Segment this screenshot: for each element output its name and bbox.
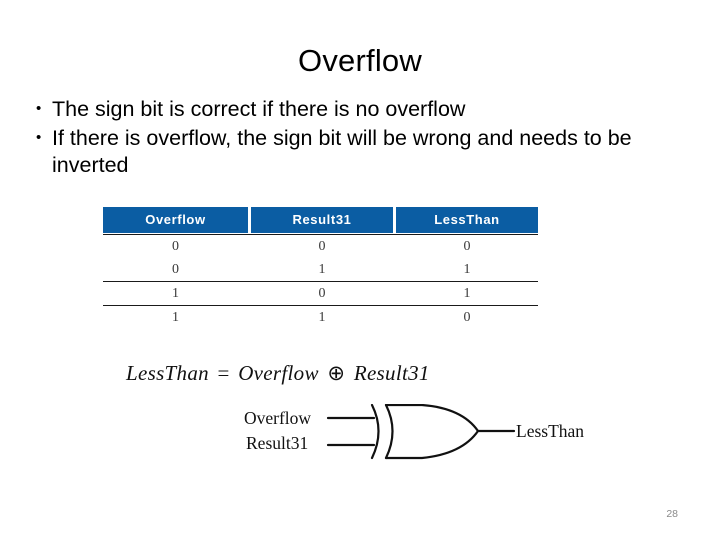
table-body: 0 0 0 0 1 1 1 0 1 1 1 0 [103, 234, 538, 329]
list-item: • The sign bit is correct if there is no… [28, 96, 688, 124]
xor-operator-icon: ⊕ [327, 361, 346, 385]
page-title: Overflow [298, 43, 422, 78]
equation-operand-left: Overflow [238, 361, 319, 385]
table-cell: 1 [318, 310, 326, 326]
table-header-cell-lessthan: LessThan [395, 207, 538, 233]
table-cell: 1 [171, 310, 179, 326]
table-header-cell-result31: Result31 [250, 207, 393, 233]
table-cell: 1 [171, 286, 179, 302]
gate-input-label-overflow: Overflow [244, 408, 312, 428]
gate-output-label-lessthan: LessThan [516, 421, 585, 441]
table-cell: 0 [463, 310, 471, 326]
bullet-icon: • [36, 128, 42, 146]
equation-lhs: LessThan [126, 361, 209, 385]
table-header-cell-overflow: Overflow [103, 207, 248, 233]
list-item-text: The sign bit is correct if there is no o… [52, 97, 466, 121]
xor-gate-diagram: Overflow Result31 LessThan [244, 404, 624, 470]
table-cell: 0 [171, 239, 179, 254]
table-cell: 0 [318, 286, 326, 302]
truth-table: Overflow Result31 LessThan 0 0 0 0 1 1 1… [103, 207, 538, 329]
list-item: • If there is overflow, the sign bit wil… [28, 125, 688, 180]
equation: LessThan = Overflow ⊕ Result31 [126, 361, 430, 386]
equation-operand-right: Result31 [353, 361, 430, 385]
xor-gate-icon [326, 404, 516, 460]
table-cell: 0 [463, 239, 471, 254]
table-header-row: Overflow Result31 LessThan [103, 207, 538, 233]
table-row: 0 1 1 [103, 258, 538, 283]
table-cell: 0 [171, 262, 179, 278]
table-row: 1 1 0 [103, 306, 538, 329]
table-cell: 1 [463, 286, 471, 302]
page-number: 28 [666, 508, 678, 520]
table-cell: 0 [318, 239, 326, 254]
table-row: 0 0 0 [103, 235, 538, 258]
table-row: 1 0 1 [103, 282, 538, 307]
table-cell: 1 [318, 262, 326, 278]
bullet-list: • The sign bit is correct if there is no… [28, 96, 688, 181]
bullet-icon: • [36, 100, 42, 117]
table-cell: 1 [463, 262, 471, 278]
gate-input-label-result31: Result31 [246, 433, 309, 453]
equation-equals: = [217, 361, 230, 385]
list-item-text: If there is overflow, the sign bit will … [52, 125, 632, 178]
